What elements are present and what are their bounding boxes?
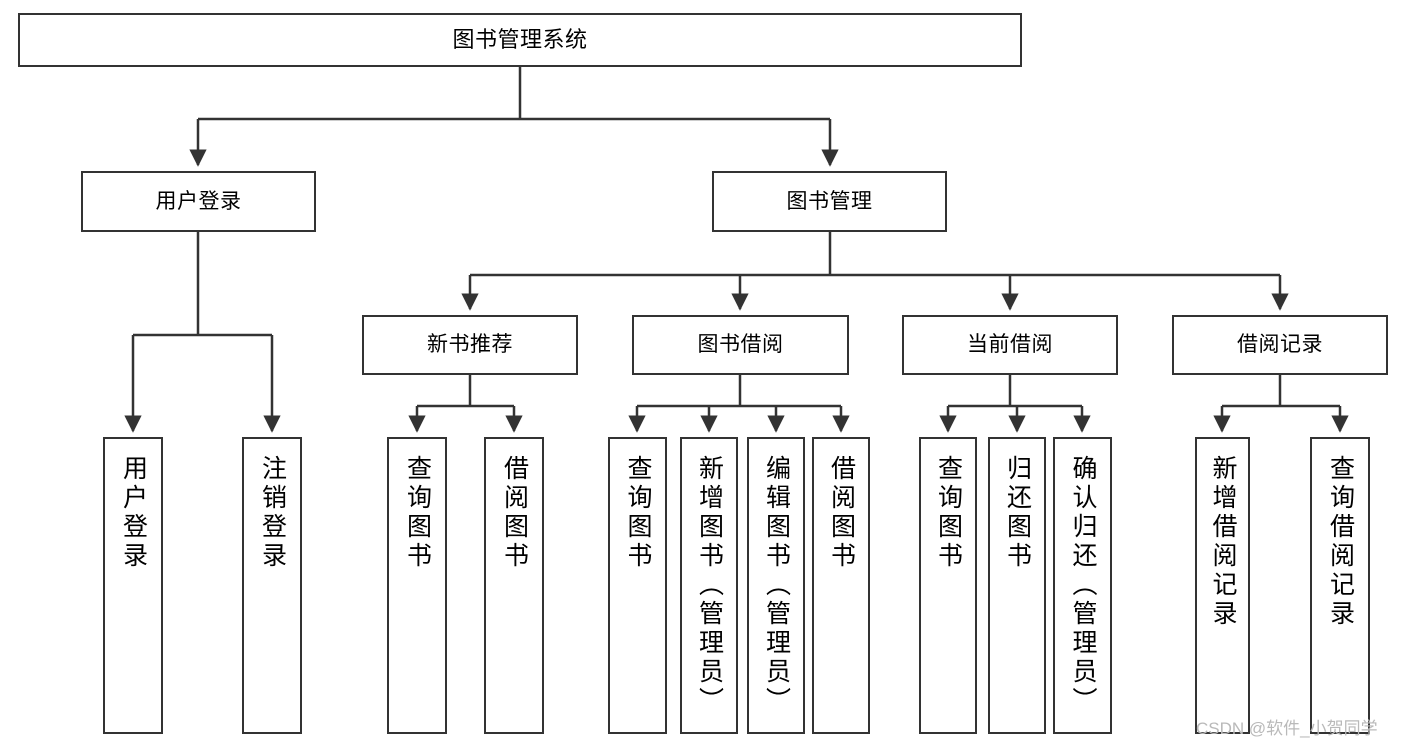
node-leaf-query-book-1[interactable]: 查询图书 xyxy=(387,437,447,734)
node-leaf-query-book-2[interactable]: 查询图书 xyxy=(608,437,667,734)
node-leaf-query-book-3[interactable]: 查询图书 xyxy=(919,437,977,734)
node-label: 编辑图书（管理员） xyxy=(762,455,791,716)
node-label: 归还图书 xyxy=(1003,455,1032,571)
node-label: 查询图书 xyxy=(934,455,963,571)
node-leaf-add-book[interactable]: 新增图书（管理员） xyxy=(680,437,738,734)
node-leaf-add-record[interactable]: 新增借阅记录 xyxy=(1195,437,1250,734)
node-leaf-user-login[interactable]: 用户登录 xyxy=(103,437,163,734)
node-label: 用户登录 xyxy=(119,455,148,571)
node-leaf-borrow-book-1[interactable]: 借阅图书 xyxy=(484,437,544,734)
node-label: 查询图书 xyxy=(403,455,432,571)
node-root[interactable]: 图书管理系统 xyxy=(18,13,1022,67)
node-leaf-query-record[interactable]: 查询借阅记录 xyxy=(1310,437,1370,734)
node-label: 借阅图书 xyxy=(500,455,529,571)
node-label: 查询图书 xyxy=(624,455,652,571)
node-leaf-borrow-book-2[interactable]: 借阅图书 xyxy=(812,437,870,734)
node-label: 图书借阅 xyxy=(697,333,784,357)
node-label: 确认归还（管理员） xyxy=(1069,455,1097,716)
node-label: 借阅记录 xyxy=(1237,333,1323,357)
node-new-book-rec[interactable]: 新书推荐 xyxy=(362,315,578,375)
node-current-borrow[interactable]: 当前借阅 xyxy=(902,315,1118,375)
node-book-borrow[interactable]: 图书借阅 xyxy=(632,315,849,375)
node-leaf-confirm-return[interactable]: 确认归还（管理员） xyxy=(1053,437,1112,734)
node-label: 图书管理 xyxy=(786,189,873,213)
csdn-watermark: CSDN @软件_小贺同学 xyxy=(1196,719,1378,738)
node-borrow-record[interactable]: 借阅记录 xyxy=(1172,315,1388,375)
node-label: 新增借阅记录 xyxy=(1209,455,1237,629)
node-label: 注销登录 xyxy=(258,455,287,571)
node-label: 当前借阅 xyxy=(967,333,1053,357)
node-label: 新增图书（管理员） xyxy=(695,455,724,716)
node-leaf-edit-book[interactable]: 编辑图书（管理员） xyxy=(747,437,805,734)
node-book-manage[interactable]: 图书管理 xyxy=(712,171,947,232)
node-label: 用户登录 xyxy=(155,189,242,213)
node-leaf-user-logout[interactable]: 注销登录 xyxy=(242,437,302,734)
node-user-login[interactable]: 用户登录 xyxy=(81,171,316,232)
node-label: 图书管理系统 xyxy=(452,26,588,52)
node-label: 查询借阅记录 xyxy=(1326,455,1355,629)
node-label: 借阅图书 xyxy=(827,455,856,571)
node-leaf-return-book[interactable]: 归还图书 xyxy=(988,437,1046,734)
node-label: 新书推荐 xyxy=(427,333,513,357)
